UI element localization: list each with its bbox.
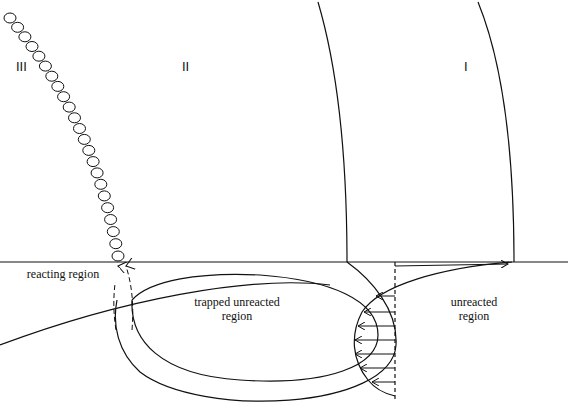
reaction-bead (95, 179, 107, 189)
reaction-bead (26, 42, 38, 52)
region-numeral: II (180, 60, 191, 75)
region-label: unreacted region (432, 296, 516, 324)
reaction-bead (91, 168, 103, 178)
reaction-bead (39, 61, 51, 71)
reaction-bead (69, 113, 81, 123)
reaction-bead (33, 51, 45, 61)
reaction-bead (19, 32, 31, 42)
reaction-bead (74, 124, 86, 134)
reaction-bead (83, 145, 95, 155)
reaction-bead (58, 92, 70, 102)
region-label: reacting region (6, 268, 120, 282)
reaction-bead (102, 203, 114, 213)
reaction-bead (107, 227, 119, 237)
reaction-bead (112, 251, 124, 261)
reaction-bead (87, 157, 99, 167)
reaction-bead (63, 102, 75, 112)
reaction-bead (98, 191, 110, 201)
region-numeral: III (14, 60, 29, 75)
reaction-bead (110, 239, 122, 249)
reaction-bead (52, 81, 64, 91)
reaction-bead (4, 13, 16, 23)
reaction-bead (105, 215, 117, 225)
region-numeral: I (462, 60, 470, 75)
region-label: trapped unreacted region (190, 296, 284, 324)
reaction-bead (46, 71, 58, 81)
reaction-bead (12, 22, 24, 32)
reaction-bead (78, 134, 90, 144)
